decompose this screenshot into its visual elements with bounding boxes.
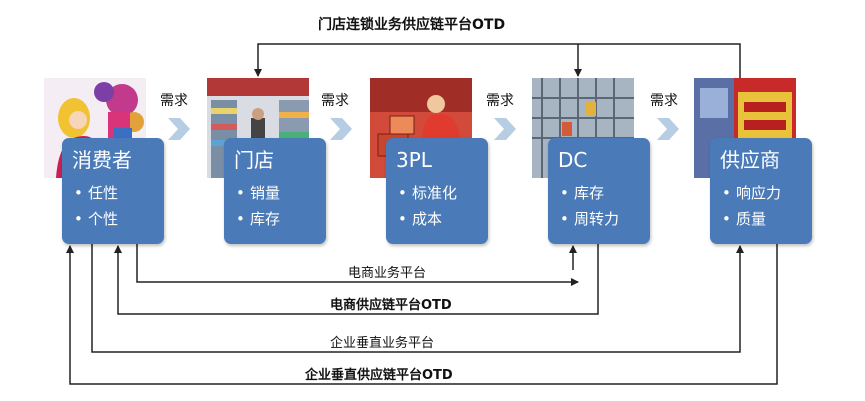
node-item: •库存 [236,210,281,228]
bottom-flow-label-2: 电商供应链平台OTD [330,298,452,313]
node-item: •周转力 [560,210,620,228]
node-item: •个性 [74,210,119,228]
chevron-right-icon [168,118,190,140]
bottom-flow-3-line [91,244,744,353]
node-item: •标准化 [398,184,458,202]
chevron-right-icon [657,118,679,140]
demand-label-1: 需求 [160,93,188,109]
node-item: •任性 [74,184,119,202]
node-title: DC [558,148,588,172]
node-item: •响应力 [722,184,782,202]
node-item: •质量 [722,210,767,228]
node-supplier: 供应商 •响应力 •质量 [710,138,812,244]
node-item: •销量 [236,184,281,202]
node-title: 3PL [396,148,432,172]
node-title: 供应商 [720,148,780,172]
bottom-flow-label-3: 企业垂直业务平台 [330,336,435,351]
node-dc: DC •库存 •周转力 [548,138,650,244]
node-item: •库存 [560,184,605,202]
node-title: 消费者 [72,148,132,172]
node-3pl: 3PL •标准化 •成本 [386,138,488,244]
top-flow-label: 门店连锁业务供应链平台OTD [318,17,506,33]
node-consumer: 消费者 •任性 •个性 [62,138,164,244]
chevron-right-icon [330,118,352,140]
top-flow-line [254,43,741,78]
node-store: 门店 •销量 •库存 [224,138,326,244]
bottom-flow-label-4: 企业垂直供应链平台OTD [305,368,453,383]
node-title: 门店 [234,148,274,172]
bottom-flow-1-line [136,244,579,286]
demand-label-3: 需求 [486,93,514,109]
demand-label-4: 需求 [650,93,678,109]
bottom-flow-label-1: 电商业务平台 [348,266,427,281]
demand-label-2: 需求 [321,93,349,109]
bottom-flow-2-line [114,244,599,315]
chevron-right-icon [494,118,516,140]
bottom-flow-4-line [66,244,778,385]
node-item: •成本 [398,210,443,228]
